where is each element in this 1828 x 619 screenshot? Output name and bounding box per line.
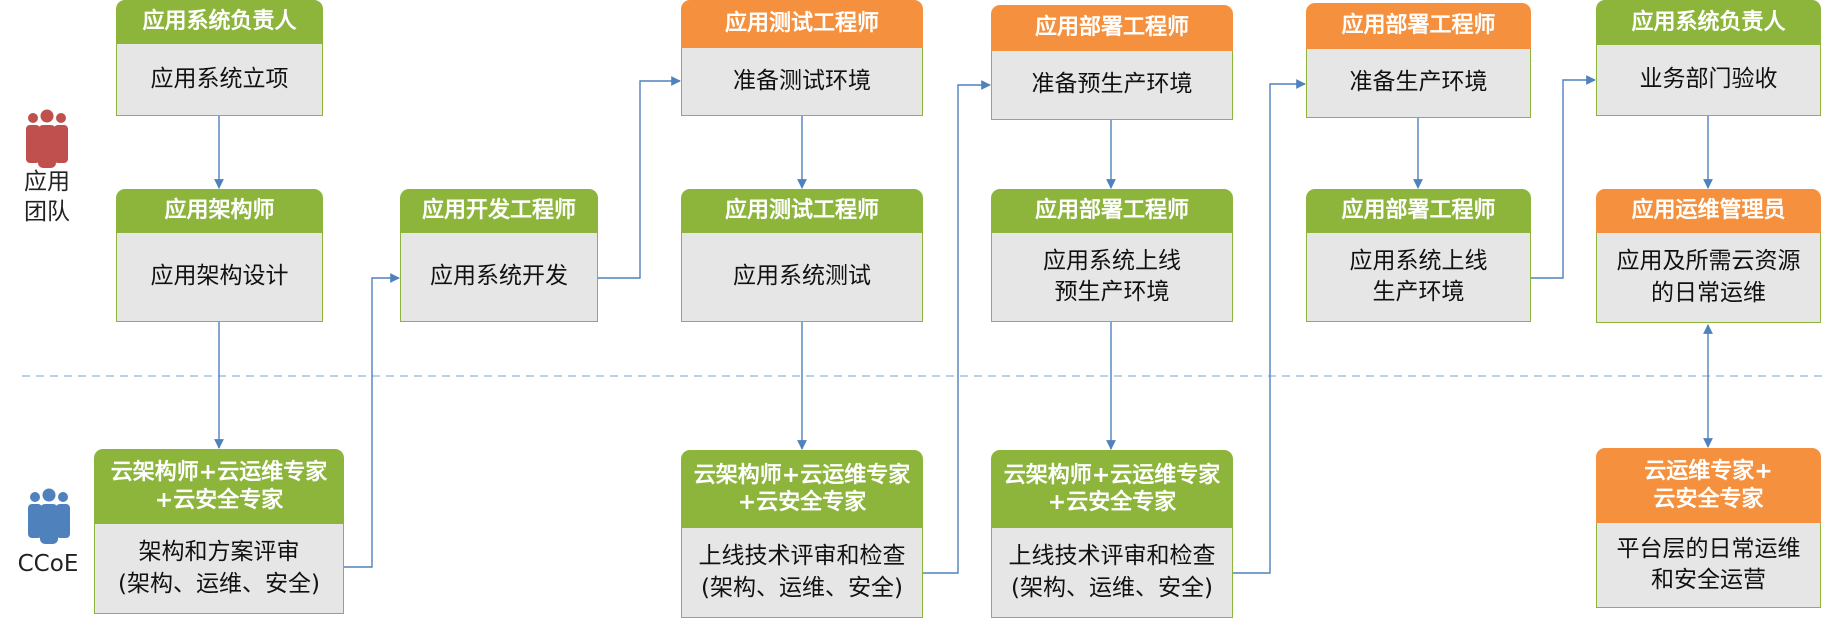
step-system-development: 应用开发工程师 应用系统开发	[400, 189, 598, 322]
role-header: 应用测试工程师	[681, 189, 923, 233]
step-launch-review-prod: 云架构师+云运维专家 +云安全专家 上线技术评审和检查 (架构、运维、安全)	[991, 450, 1233, 618]
task-body: 应用系统上线 生产环境	[1306, 233, 1531, 322]
step-architecture-design: 应用架构师 应用架构设计	[116, 189, 323, 322]
task-body: 架构和方案评审 (架构、运维、安全)	[94, 524, 344, 614]
app-team-people-icon	[26, 109, 68, 168]
role-header: 云运维专家+ 云安全专家	[1596, 448, 1821, 523]
task-body: 应用系统开发	[400, 233, 598, 322]
role-header: 应用部署工程师	[991, 5, 1233, 51]
role-header: 云架构师+云运维专家 +云安全专家	[681, 450, 923, 528]
task-body: 准备预生产环境	[991, 51, 1233, 120]
role-header: 应用开发工程师	[400, 189, 598, 233]
role-header: 应用部署工程师	[1306, 189, 1531, 233]
role-header: 应用系统负责人	[1596, 0, 1821, 45]
task-body: 应用及所需云资源 的日常运维	[1596, 233, 1821, 323]
task-body: 应用系统立项	[116, 44, 323, 116]
task-body: 应用系统上线 预生产环境	[991, 233, 1233, 322]
step-prepare-prod-env: 应用部署工程师 准备生产环境	[1306, 3, 1531, 118]
lane-label-app-team: 应用 团队	[24, 169, 70, 225]
task-body: 准备生产环境	[1306, 49, 1531, 118]
role-header: 云架构师+云运维专家 +云安全专家	[94, 449, 344, 524]
step-prepare-test-env: 应用测试工程师 准备测试环境	[681, 0, 923, 116]
role-header: 应用运维管理员	[1596, 189, 1821, 233]
step-launch-prod: 应用部署工程师 应用系统上线 生产环境	[1306, 189, 1531, 322]
step-architecture-review: 云架构师+云运维专家 +云安全专家 架构和方案评审 (架构、运维、安全)	[94, 449, 344, 614]
task-body: 准备测试环境	[681, 48, 923, 116]
role-header: 应用系统负责人	[116, 0, 323, 44]
role-header: 云架构师+云运维专家 +云安全专家	[991, 450, 1233, 528]
role-header: 应用测试工程师	[681, 0, 923, 48]
role-header: 应用部署工程师	[991, 189, 1233, 233]
ccoe-people-icon	[28, 488, 70, 544]
step-business-acceptance: 应用系统负责人 业务部门验收	[1596, 0, 1821, 116]
flow-arrow-s4-s5	[598, 76, 681, 279]
role-header: 应用架构师	[116, 189, 323, 233]
step-project-initiation: 应用系统负责人 应用系统立项	[116, 0, 323, 116]
flow-arrow-s10-s11	[1232, 79, 1306, 574]
task-body: 应用架构设计	[116, 233, 323, 322]
role-header: 应用部署工程师	[1306, 3, 1531, 49]
flow-arrow-s12-s13	[1530, 75, 1596, 279]
task-body: 应用系统测试	[681, 233, 923, 322]
step-launch-review-preprod: 云架构师+云运维专家 +云安全专家 上线技术评审和检查 (架构、运维、安全)	[681, 450, 923, 618]
flow-arrow-s7-s8	[922, 80, 991, 574]
step-platform-ops-security: 云运维专家+ 云安全专家 平台层的日常运维 和安全运营	[1596, 448, 1821, 608]
task-body: 业务部门验收	[1596, 45, 1821, 116]
step-daily-app-ops: 应用运维管理员 应用及所需云资源 的日常运维	[1596, 189, 1821, 323]
task-body: 上线技术评审和检查 (架构、运维、安全)	[681, 528, 923, 618]
task-body: 上线技术评审和检查 (架构、运维、安全)	[991, 528, 1233, 618]
step-system-testing: 应用测试工程师 应用系统测试	[681, 189, 923, 322]
step-launch-preprod: 应用部署工程师 应用系统上线 预生产环境	[991, 189, 1233, 322]
task-body: 平台层的日常运维 和安全运营	[1596, 523, 1821, 608]
step-prepare-preprod-env: 应用部署工程师 准备预生产环境	[991, 5, 1233, 120]
lane-label-ccoe: CCoE	[17, 551, 79, 577]
flow-arrow-s3-s4	[343, 273, 400, 568]
